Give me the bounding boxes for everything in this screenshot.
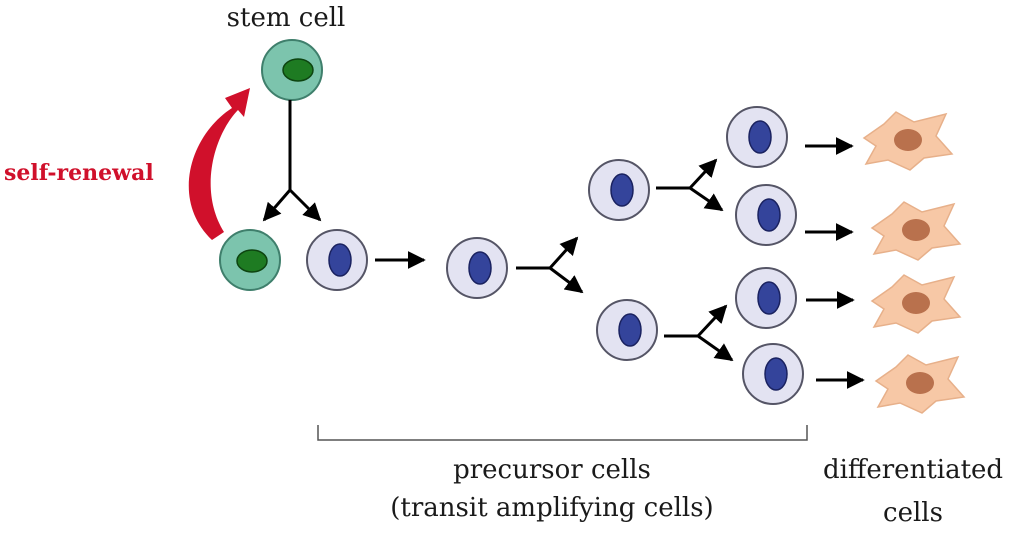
precursor-cell-icon [306, 229, 368, 291]
self-renewal-label: self-renewal [4, 160, 154, 186]
differentiated-label: differentiated [823, 455, 1003, 485]
differentiated-sublabel: cells [883, 498, 943, 528]
stem-cell-label: stem cell [227, 3, 346, 33]
differentiation-arrows [805, 137, 865, 389]
precursor-cell-icon [742, 343, 804, 405]
stem-division-arrows [262, 100, 322, 222]
division-arrows [656, 158, 724, 212]
precursor-bracket [317, 425, 808, 441]
stem-cell-icon [219, 229, 281, 291]
stem-cell-icon [261, 39, 323, 101]
division-arrows [664, 304, 734, 362]
division-arrows [516, 236, 584, 294]
differentiated-cell-icon [870, 201, 962, 261]
precursor-cell-icon [588, 159, 650, 221]
precursor-sublabel: (transit amplifying cells) [390, 493, 713, 523]
precursor-cell-icon [726, 106, 788, 168]
precursor-cell-icon [446, 237, 508, 299]
precursor-label: precursor cells [453, 455, 651, 485]
precursor-cell-icon [735, 267, 797, 329]
differentiated-cell-icon [870, 274, 962, 334]
precursor-cell-icon [596, 299, 658, 361]
differentiated-cell-icon [862, 111, 954, 171]
curved-arrow-icon [188, 88, 250, 240]
differentiated-cell-icon [874, 354, 966, 414]
precursor-cell-icon [735, 184, 797, 246]
